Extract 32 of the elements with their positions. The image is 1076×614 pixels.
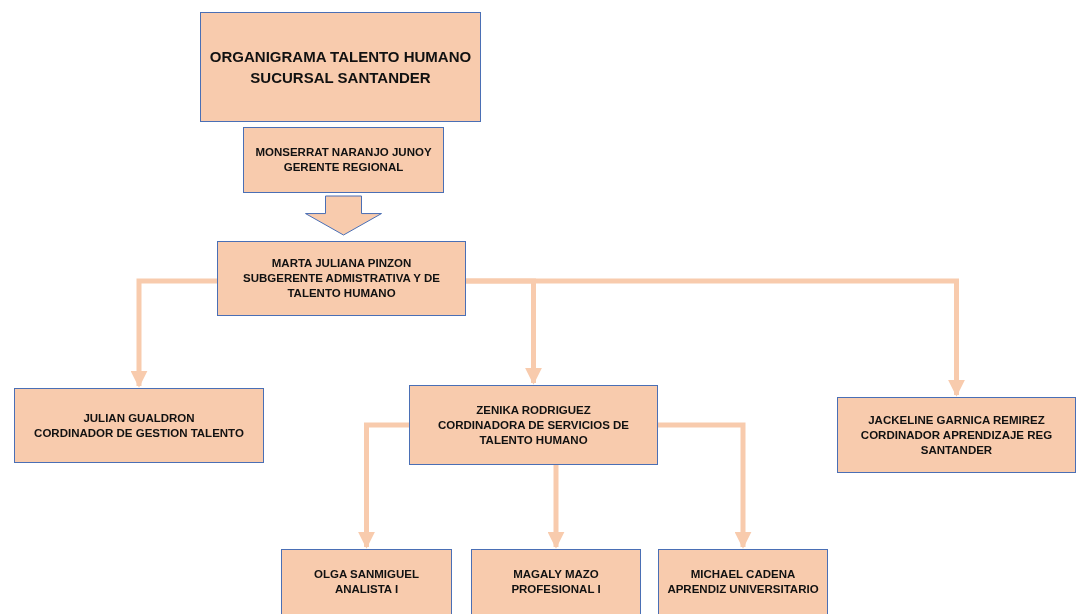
org-box bbox=[14, 388, 264, 463]
connector-arrow bbox=[130, 278, 217, 388]
person-name: JACKELINE GARNICA REMIREZ bbox=[868, 412, 1045, 428]
block-arrow bbox=[305, 195, 382, 236]
person-name: MONSERRAT NARANJO JUNOY bbox=[255, 145, 432, 160]
connector-arrow bbox=[658, 422, 752, 549]
connector-arrow bbox=[358, 422, 409, 549]
job-title: APRENDIZ UNIVERSITARIO bbox=[667, 582, 819, 597]
person-name: OLGA SANMIGUEL bbox=[314, 567, 419, 582]
org-box bbox=[217, 241, 466, 316]
person-name: ZENIKA RODRIGUEZ bbox=[476, 402, 591, 418]
person-name: MARTA JULIANA PINZON bbox=[271, 256, 412, 271]
person-name: JULIAN GUALDRON bbox=[83, 410, 195, 426]
org-box bbox=[471, 549, 641, 614]
connector-arrow bbox=[547, 465, 565, 549]
job-title: CORDINADOR APRENDIZAJE REG SANTANDER bbox=[859, 427, 1054, 458]
connector-arrow bbox=[466, 278, 965, 397]
person-name: MICHAEL CADENA bbox=[690, 567, 796, 582]
person-name: MAGALY MAZO bbox=[513, 567, 599, 582]
job-title: PROFESIONAL I bbox=[511, 582, 601, 597]
job-title: GERENTE REGIONAL bbox=[283, 160, 404, 175]
org-box bbox=[658, 549, 828, 614]
org-box bbox=[243, 127, 444, 193]
title-box bbox=[200, 12, 481, 122]
job-title: CORDINADORA DE SERVICIOS DE TALENTO HUMANO bbox=[436, 417, 631, 448]
org-box bbox=[281, 549, 452, 614]
job-title: SUBGERENTE ADMISTRATIVA Y DE TALENTO HUMANO bbox=[242, 271, 441, 301]
org-box bbox=[409, 385, 658, 465]
job-title: ANALISTA I bbox=[334, 582, 399, 597]
job-title: CORDINADOR DE GESTION TALENTO bbox=[34, 425, 244, 441]
chart-title: ORGANIGRAMA TALENTO HUMANO SUCURSAL SANTANDER bbox=[209, 47, 472, 88]
org-box bbox=[837, 397, 1076, 473]
